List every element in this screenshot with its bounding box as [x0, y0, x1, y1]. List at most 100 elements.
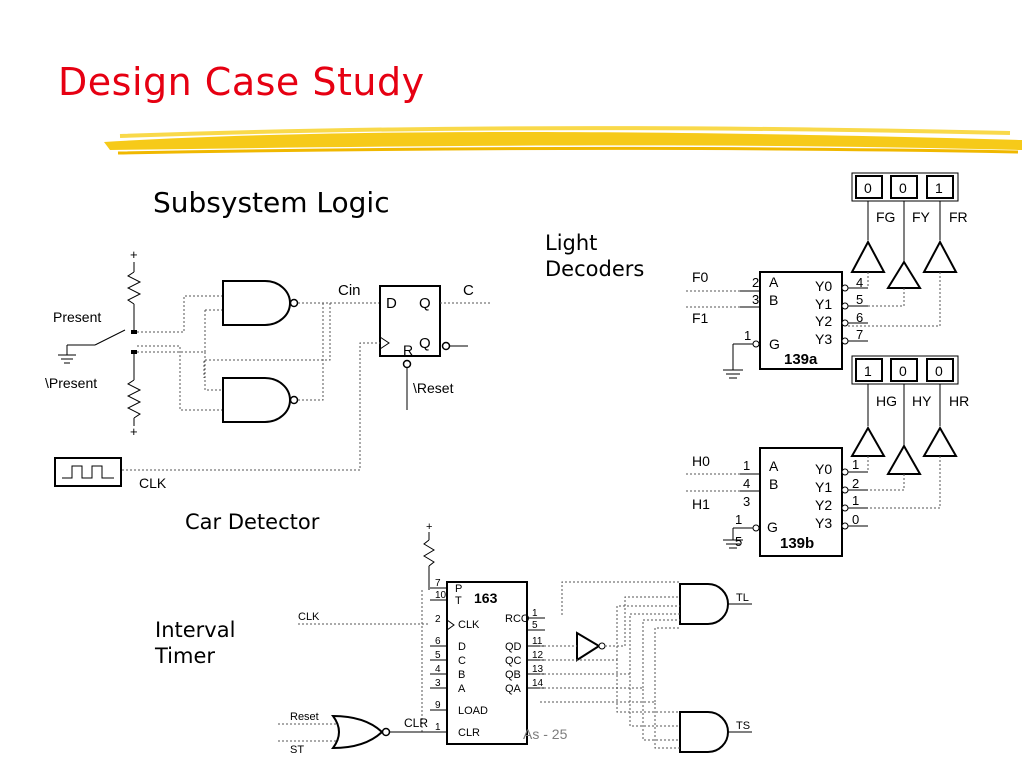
timer-left-pin-number: 10	[435, 590, 447, 601]
resistor-bottom	[126, 379, 142, 419]
chip-139a-label: 139a	[784, 351, 818, 368]
chip-139b-label: 139b	[780, 535, 814, 552]
timer-right-pin-name: QB	[505, 669, 521, 681]
farm-pin-a: A	[769, 274, 779, 290]
highway-in-pin-g5: 5	[735, 534, 742, 549]
light-hr: HR	[949, 393, 969, 409]
timer-left-pin-name: LOAD	[458, 705, 488, 717]
chip-139b	[759, 447, 843, 557]
interval-timer-circuit: + 163	[421, 521, 528, 745]
light-fg: FG	[876, 209, 895, 225]
timer-left-pin-number: 2	[435, 614, 441, 625]
farm-out-y1: Y1	[815, 296, 832, 312]
timer-plus-label: +	[426, 521, 432, 533]
timer-resistor	[423, 539, 435, 567]
highway-input-h1: H1	[692, 496, 710, 512]
timer-left-pin: 9 LOAD	[430, 700, 488, 717]
timer-left-pin-name: B	[458, 669, 465, 681]
highway-input-h0: H0	[692, 453, 710, 469]
ff-r-label: R	[403, 342, 413, 358]
highway-out-pin-a: 1	[852, 457, 859, 472]
timer-left-pin-name: P	[455, 583, 462, 595]
clock-source	[54, 457, 122, 487]
light-decoders-heading-2: Decoders	[545, 257, 644, 281]
clk-label: CLK	[139, 475, 167, 491]
interval-timer-heading-2: Timer	[154, 644, 215, 668]
light-fr: FR	[949, 209, 968, 225]
farm-out-pin-4: 4	[856, 275, 863, 290]
timer-right-pin: 5	[527, 620, 545, 631]
present-label: Present	[53, 309, 101, 325]
nor-gate	[331, 714, 384, 750]
timer-clk-label: CLK	[298, 611, 320, 623]
plus-label-top: +	[130, 247, 138, 262]
farm-out-y2: Y2	[815, 313, 832, 329]
highway-out-y3: Y3	[815, 515, 832, 531]
tl-label: TL	[736, 592, 749, 604]
highway-in-pin-g1: 1	[735, 512, 742, 527]
timer-right-pin-number: 14	[532, 678, 544, 689]
highway-out-y1: Y1	[815, 479, 832, 495]
timer-right-pin-number: 13	[532, 664, 544, 675]
chip-163-label: 163	[474, 590, 498, 606]
d-flip-flop	[379, 285, 441, 357]
timer-right-pin-name: QC	[505, 655, 522, 667]
timer-right-pin-name: QD	[505, 641, 522, 653]
interval-timer-extras: CLK CLR Reset ST TL TS As - 25	[278, 581, 752, 756]
ff-d-label: D	[386, 295, 397, 312]
and-gate-top	[222, 280, 291, 326]
timer-clr-net-label: CLR	[404, 716, 428, 730]
farm-out-pin-5: 5	[856, 292, 863, 307]
farm-out-pin-6: 6	[856, 310, 863, 325]
ts-label: TS	[736, 720, 750, 732]
and-gate-bottom	[222, 377, 291, 423]
page-footer: As - 25	[523, 726, 568, 742]
farm-pin-b: B	[769, 292, 778, 308]
timer-st-label: ST	[290, 744, 304, 756]
not-present-label: \Present	[45, 375, 97, 391]
timer-right-pin-number: 1	[532, 608, 538, 619]
resistor-top	[126, 271, 142, 305]
highway-out-y2: Y2	[815, 497, 832, 513]
timer-right-pin-number: 11	[532, 636, 543, 647]
chip-139a	[759, 271, 843, 370]
highway-out-y0: Y0	[815, 461, 832, 477]
light-hy: HY	[912, 393, 932, 409]
timer-right-pin-number: 12	[532, 650, 544, 661]
timer-left-pin-name: CLK	[458, 619, 480, 631]
farm-bit-display: 0 0 1	[851, 172, 959, 202]
light-hg: HG	[876, 393, 897, 409]
timer-left-pin-number: 9	[435, 700, 441, 711]
farm-in-pin-2: 2	[752, 275, 759, 290]
highway-in-pin-1: 1	[743, 458, 750, 473]
timer-left-pin-name: A	[458, 683, 466, 695]
c-label: C	[463, 282, 474, 299]
timer-left-pin-name: T	[455, 595, 462, 607]
farm-decoder-circuit: 0 0 1 FG FY FR A B G Y0 Y1 Y2 Y3 139a 4	[686, 172, 968, 379]
farm-input-f1: F1	[692, 310, 709, 326]
highway-in-pin-3: 3	[743, 494, 750, 509]
farm-bit-1: 0	[899, 180, 907, 196]
farm-pin-g: G	[769, 336, 780, 352]
highway-pin-g: G	[767, 519, 778, 535]
light-decoders-heading-1: Light	[545, 231, 597, 255]
timer-left-pin: 10 T	[430, 590, 462, 607]
slide-title: Design Case Study	[58, 60, 425, 104]
plus-label-bottom: +	[130, 424, 138, 439]
and-gate-tl	[679, 583, 729, 625]
timer-left-pin-number: 5	[435, 650, 441, 661]
farm-in-pin-1: 1	[744, 328, 751, 343]
timer-left-pin: 2 CLK	[435, 614, 480, 631]
timer-left-pin-name: CLR	[458, 727, 480, 739]
highway-out-pin-d: 0	[852, 512, 859, 527]
farm-out-pin-7: 7	[856, 327, 863, 342]
